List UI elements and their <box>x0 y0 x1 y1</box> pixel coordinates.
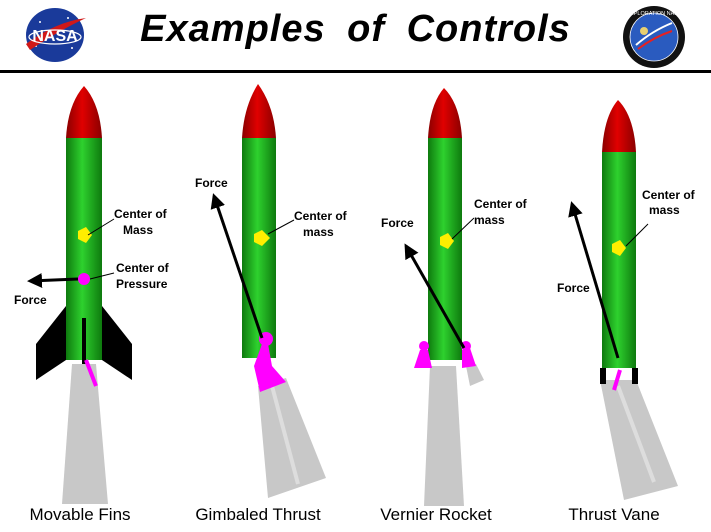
left-vernier-thruster <box>414 341 432 368</box>
exhaust-plume <box>62 364 108 504</box>
rocket-body <box>602 152 636 368</box>
rocket-thrust-vane: Center of mass Force Thrust Vane <box>557 100 696 524</box>
pressure-label-line1: Center of <box>116 261 170 275</box>
center-of-mass-marker <box>78 227 92 243</box>
page-title: Examples of Controls <box>140 8 571 50</box>
mass-leader-line <box>625 223 649 247</box>
center-of-mass-marker <box>254 230 270 246</box>
exploration-logo: EXPLORATION NASA <box>623 6 685 68</box>
nose-cone <box>66 86 102 138</box>
svg-text:EXPLORATION NASA: EXPLORATION NASA <box>626 11 682 17</box>
rocket-vernier: Center of mass Force Vernier Rocket <box>380 88 528 524</box>
force-arrow <box>27 273 79 288</box>
exhaust-plume <box>258 378 326 498</box>
mass-leader-line <box>451 217 475 240</box>
center-of-mass-marker <box>612 240 626 256</box>
vernier-exhaust <box>466 364 484 386</box>
exhaust-core <box>270 385 300 485</box>
rocket-body <box>242 138 276 358</box>
mass-leader-line <box>267 219 295 235</box>
force-label: Force <box>195 176 228 190</box>
nose-cone <box>242 84 276 138</box>
right-vernier-thruster <box>461 341 476 368</box>
left-fin <box>36 306 66 380</box>
mass-label-line1: Center of <box>294 209 348 223</box>
nozzle-bracket <box>600 368 638 384</box>
center-of-pressure-marker <box>78 273 90 285</box>
force-label: Force <box>381 216 414 230</box>
mass-label-line1: Center of <box>642 188 696 202</box>
mass-label-line2: mass <box>649 203 680 217</box>
controls-diagram: Center of Mass Center of Pressure Force … <box>14 84 696 524</box>
rocket-movable-fins: Center of Mass Center of Pressure Force … <box>14 86 170 524</box>
thrust-vane <box>612 369 622 391</box>
force-arrow <box>210 193 264 339</box>
exhaust-plume <box>424 366 464 506</box>
nose-cone <box>428 88 462 138</box>
force-arrow <box>404 243 466 349</box>
center-fin <box>82 318 86 364</box>
force-label: Force <box>14 293 47 307</box>
pressure-leader-line <box>89 272 115 280</box>
rocket-caption: Vernier Rocket <box>380 505 492 524</box>
pressure-label-line2: Pressure <box>116 277 168 291</box>
rocket-body <box>428 138 462 360</box>
svg-text:NASA: NASA <box>32 28 78 45</box>
mass-label-line1: Center of <box>474 197 528 211</box>
nose-cone <box>602 100 636 152</box>
right-fin <box>102 306 132 380</box>
mass-label-line2: Mass <box>123 223 153 237</box>
force-label: Force <box>557 281 590 295</box>
rocket-caption: Movable Fins <box>29 505 130 524</box>
gimbaled-nozzle <box>254 344 286 392</box>
nasa-logo: NASA <box>26 8 86 62</box>
force-arrow <box>568 201 620 359</box>
mass-label-line2: mass <box>474 213 505 227</box>
rocket-caption: Gimbaled Thrust <box>195 505 321 524</box>
movable-fin-deflection <box>84 359 98 387</box>
rocket-caption: Thrust Vane <box>568 505 659 524</box>
header-divider <box>0 70 711 73</box>
center-of-mass-marker <box>440 233 454 249</box>
mass-label-line2: mass <box>303 225 334 239</box>
rocket-gimbaled-thrust: Center of mass Force Gimbaled Thrust <box>195 84 348 524</box>
header: NASA Examples of Controls EXPLORATION NA… <box>0 0 711 73</box>
exhaust-core <box>616 385 656 483</box>
mass-label-line1: Center of <box>114 207 168 221</box>
mass-leader-line <box>87 218 115 236</box>
